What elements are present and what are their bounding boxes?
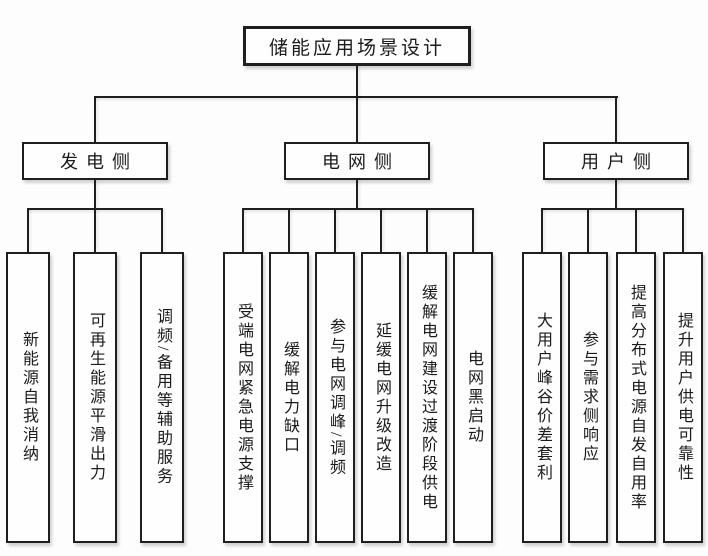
connector-line [161, 208, 163, 252]
leaf-node-demand-side-response: 参与需求侧响应 [568, 252, 608, 543]
leaf-label: 参与需求侧响应 [580, 331, 597, 464]
leaf-node-receiving-grid-emergency-support: 受端电网紧急电源支撑 [223, 252, 263, 543]
leaf-node-supply-reliability: 提升用户供电可靠性 [663, 252, 703, 543]
leaf-label: 参与电网调峰/调频 [327, 317, 344, 478]
leaf-node-new-energy-self-consumption: 新能源自我消纳 [6, 252, 50, 543]
connector-line [615, 96, 617, 142]
connector-line [288, 208, 290, 252]
leaf-label: 缓解电力缺口 [281, 340, 298, 455]
branch-node-grid-side: 电网侧 [284, 142, 430, 180]
branch-label: 电网侧 [322, 152, 400, 172]
leaf-label: 提升用户供电可靠性 [675, 312, 692, 483]
leaf-label: 缓解电网建设过渡阶段供电 [419, 283, 436, 512]
branch-node-user-side: 用户侧 [543, 142, 689, 180]
connector-line [94, 208, 96, 252]
connector-line [94, 180, 96, 208]
connector-line [94, 96, 96, 142]
connector-line [380, 208, 382, 252]
leaf-label: 延缓电网升级改造 [373, 321, 390, 474]
leaf-node-distributed-self-use-rate: 提高分布式电源自发自用率 [616, 252, 656, 543]
leaf-label: 新能源自我消纳 [20, 331, 37, 464]
leaf-node-peak-shaving-frequency-regulation: 参与电网调峰/调频 [315, 252, 355, 543]
leaf-node-renewable-smoothing-output: 可再生能源平滑出力 [73, 252, 117, 543]
connector-line [682, 208, 684, 252]
branch-label: 用户侧 [581, 152, 659, 172]
leaf-label: 电网黑启动 [465, 350, 482, 445]
connector-line [356, 96, 358, 142]
leaf-node-peak-valley-price-arbitrage: 大用户峰谷价差套利 [522, 252, 562, 543]
connector-line [27, 208, 29, 252]
leaf-label: 调频/备用等辅助服务 [154, 308, 171, 487]
connector-line [334, 208, 336, 252]
connector-line [541, 208, 543, 252]
connector-line [635, 208, 637, 252]
connector-line [242, 208, 244, 252]
connector-line [472, 208, 474, 252]
connector-line [615, 180, 617, 208]
leaf-label: 大用户峰谷价差套利 [534, 312, 551, 483]
leaf-label: 受端电网紧急电源支撑 [235, 302, 252, 493]
connector-line [587, 208, 589, 252]
leaf-node-defer-grid-upgrade: 延缓电网升级改造 [361, 252, 401, 543]
diagram-title: 储能应用场景设计 [268, 37, 445, 59]
leaf-label: 提高分布式电源自发自用率 [628, 283, 645, 512]
leaf-node-transition-stage-power-supply: 缓解电网建设过渡阶段供电 [407, 252, 447, 543]
root-node-title: 储能应用场景设计 [243, 26, 471, 66]
leaf-label: 可再生能源平滑出力 [87, 312, 104, 483]
branch-label: 发电侧 [60, 152, 138, 172]
leaf-node-frequency-reserve-ancillary: 调频/备用等辅助服务 [140, 252, 184, 543]
leaf-node-alleviate-power-shortage: 缓解电力缺口 [269, 252, 309, 543]
connector-line [426, 208, 428, 252]
connector-line [541, 208, 684, 210]
leaf-node-grid-black-start: 电网黑启动 [453, 252, 493, 543]
connector-line [242, 208, 474, 210]
branch-node-generation-side: 发电侧 [22, 142, 168, 180]
connector-line [356, 180, 358, 208]
connector-line [356, 66, 358, 96]
